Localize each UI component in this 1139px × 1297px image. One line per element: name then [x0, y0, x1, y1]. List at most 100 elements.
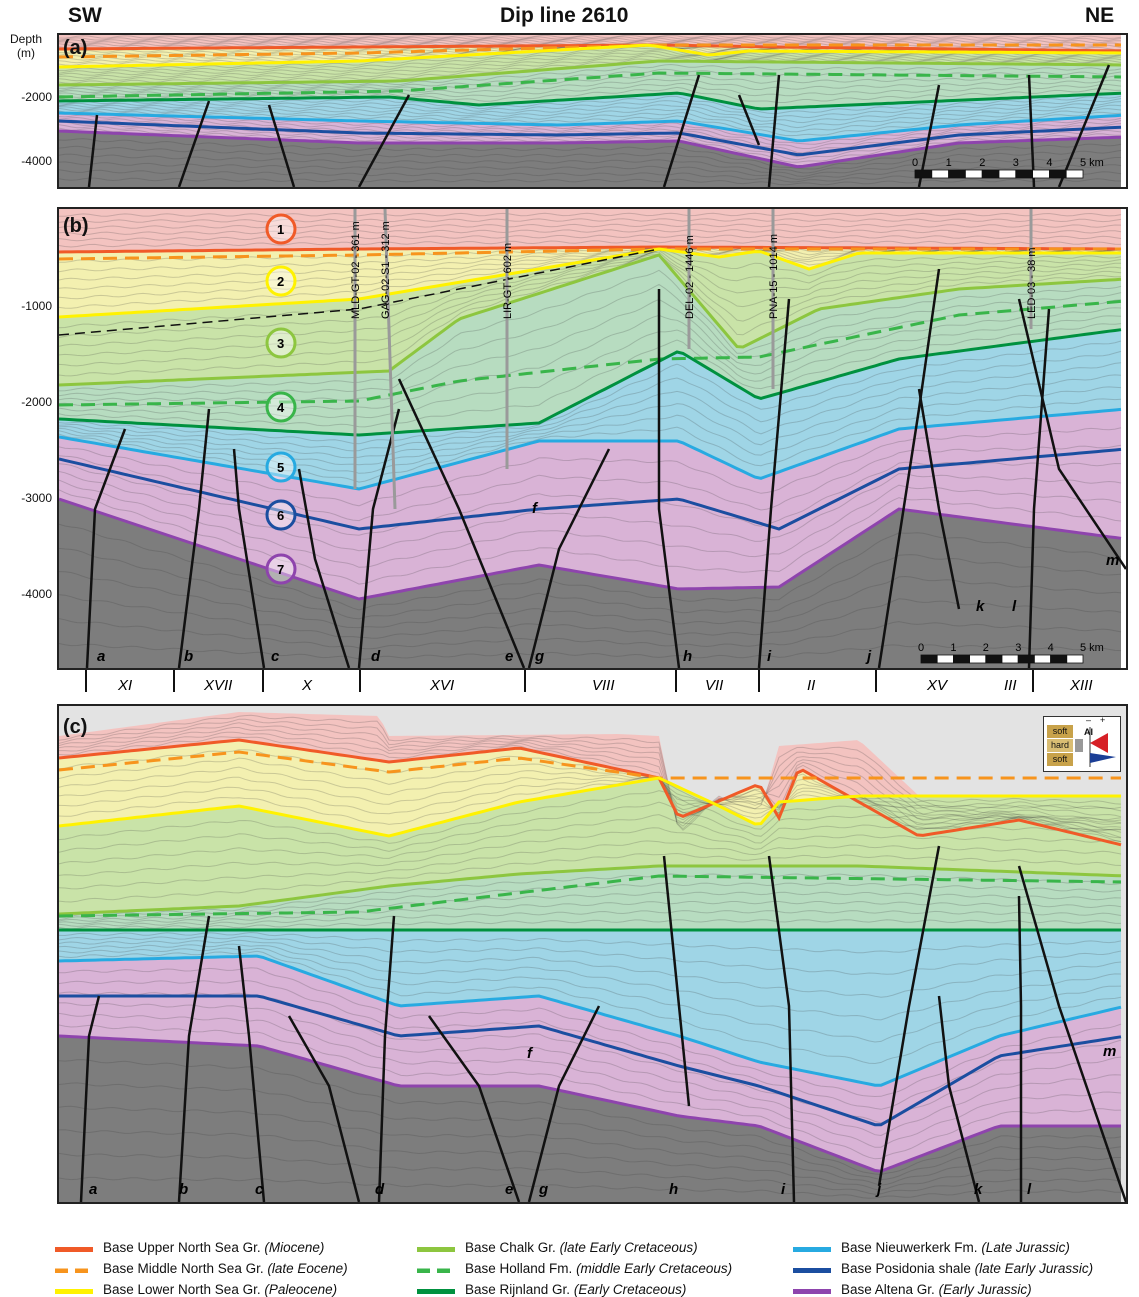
scale-bar-label: 3	[1015, 642, 1021, 654]
fault-line	[767, 74, 781, 187]
scale-bar-label: 3	[1013, 157, 1019, 169]
seismic-reflector	[59, 1176, 1122, 1199]
depth-tick: -3000	[21, 491, 52, 505]
unit-fill	[59, 866, 1121, 930]
horizon-line	[59, 247, 1121, 261]
scale-bar-label: 5 km	[1080, 642, 1104, 654]
seismic-reflector	[59, 1152, 1122, 1195]
legend-label: Base Upper North Sea Gr.	[103, 1240, 261, 1255]
fault-letter: l	[1012, 598, 1017, 615]
horizon-line	[59, 994, 1122, 1127]
legend-swatch	[793, 1247, 831, 1252]
fault-letter: b	[179, 1181, 188, 1198]
seismic-reflector	[59, 234, 1122, 242]
seismic-reflector	[59, 251, 1122, 357]
seismic-reflector	[59, 248, 1122, 300]
seismic-reflector	[59, 350, 1122, 452]
fault-letter: f	[532, 500, 539, 517]
seismic-reflector	[59, 36, 1122, 42]
seismic-reflector	[59, 991, 1122, 1124]
legend-age: (Early Jurassic)	[938, 1282, 1032, 1297]
fault-line	[1057, 64, 1111, 187]
seismic-reflector	[59, 35, 1122, 39]
seismic-reflector	[59, 315, 1122, 419]
scale-bar-segment	[969, 654, 987, 664]
block-label: XVII	[203, 677, 232, 694]
fault-line	[917, 388, 961, 610]
horizon-line	[59, 129, 1122, 169]
horizon-line	[59, 247, 1121, 319]
seismic-reflector	[59, 362, 1122, 459]
well-label: MLD-GT-02 - 361 m	[350, 221, 362, 319]
seismic-reflector	[59, 161, 1122, 180]
seismic-reflector	[59, 239, 1122, 248]
scale-bar-label: 1	[950, 642, 956, 654]
fault-letter: i	[767, 648, 772, 665]
horizon-line	[59, 59, 1122, 87]
fault-line	[1017, 865, 1126, 1202]
seismic-reflector	[59, 1082, 1122, 1181]
seismic-reflector	[59, 249, 1122, 347]
scale-bar-label: 0	[912, 157, 918, 169]
scale-bar-segment	[985, 654, 1003, 664]
seismic-reflector	[59, 110, 1122, 137]
seismic-reflector	[59, 643, 1122, 660]
legend-age: (middle Early Cretaceous)	[576, 1261, 733, 1276]
scale-bar-segment	[1017, 654, 1035, 664]
seismic-reflector	[59, 119, 1122, 154]
seismic-reflector	[59, 980, 1122, 1110]
seismic-reflector	[59, 1059, 1122, 1176]
seismic-reflector	[59, 116, 1122, 149]
fault-line	[1027, 74, 1036, 187]
fault-line	[527, 448, 611, 668]
fault-letter: j	[875, 1181, 882, 1198]
header-ne: NE	[1085, 4, 1115, 27]
unit-fill	[59, 255, 1121, 435]
seismic-reflector	[59, 323, 1122, 428]
horizon-line	[59, 750, 1121, 780]
horizon-line	[59, 111, 1122, 143]
well-label: DEL-02 - 1446 m	[684, 235, 696, 319]
legend-swatch	[417, 1289, 455, 1294]
fault-line	[662, 74, 701, 187]
scale-bar-label: 2	[979, 157, 985, 169]
seismic-reflector	[59, 39, 1122, 46]
seismic-reflector	[59, 891, 1122, 922]
fault-letter: k	[974, 1181, 983, 1198]
seismic-reflector	[59, 900, 1122, 925]
panel-c-label: (c)	[63, 716, 88, 738]
seismic-reflector	[59, 827, 1122, 877]
seismic-reflector	[59, 73, 1121, 94]
seismic-reflector	[59, 63, 1122, 89]
seismic-reflector	[59, 1012, 1122, 1148]
seismic-reflector	[59, 840, 1122, 890]
seismic-reflector	[59, 749, 1122, 839]
unit-fill	[59, 131, 1121, 187]
horizon-line	[59, 864, 1122, 916]
unit-fill	[59, 778, 1121, 914]
regional-dashed-line	[59, 248, 660, 336]
seismic-reflector	[59, 98, 1122, 119]
panel-a-label: (a)	[63, 37, 88, 59]
well-trajectory	[383, 209, 397, 510]
seismic-reflector	[59, 1024, 1122, 1160]
fault-line	[357, 94, 411, 187]
unit-fill	[59, 930, 1121, 1086]
legend-label: Base Lower North Sea Gr.	[103, 1282, 261, 1297]
unit-circle	[265, 451, 297, 483]
seismic-reflector	[59, 49, 1122, 74]
fault-line	[85, 428, 127, 668]
seismic-reflector	[59, 46, 1122, 72]
fault-letter: b	[184, 648, 193, 665]
scale-bar-segment	[1065, 169, 1084, 179]
horizon-line	[59, 497, 1122, 601]
seismic-reflector	[59, 249, 1122, 338]
fault-line	[937, 995, 981, 1202]
seismic-reflector	[59, 1129, 1122, 1191]
unit-number: 2	[277, 274, 284, 289]
fault-line	[767, 855, 796, 1202]
block-label: II	[807, 677, 815, 694]
